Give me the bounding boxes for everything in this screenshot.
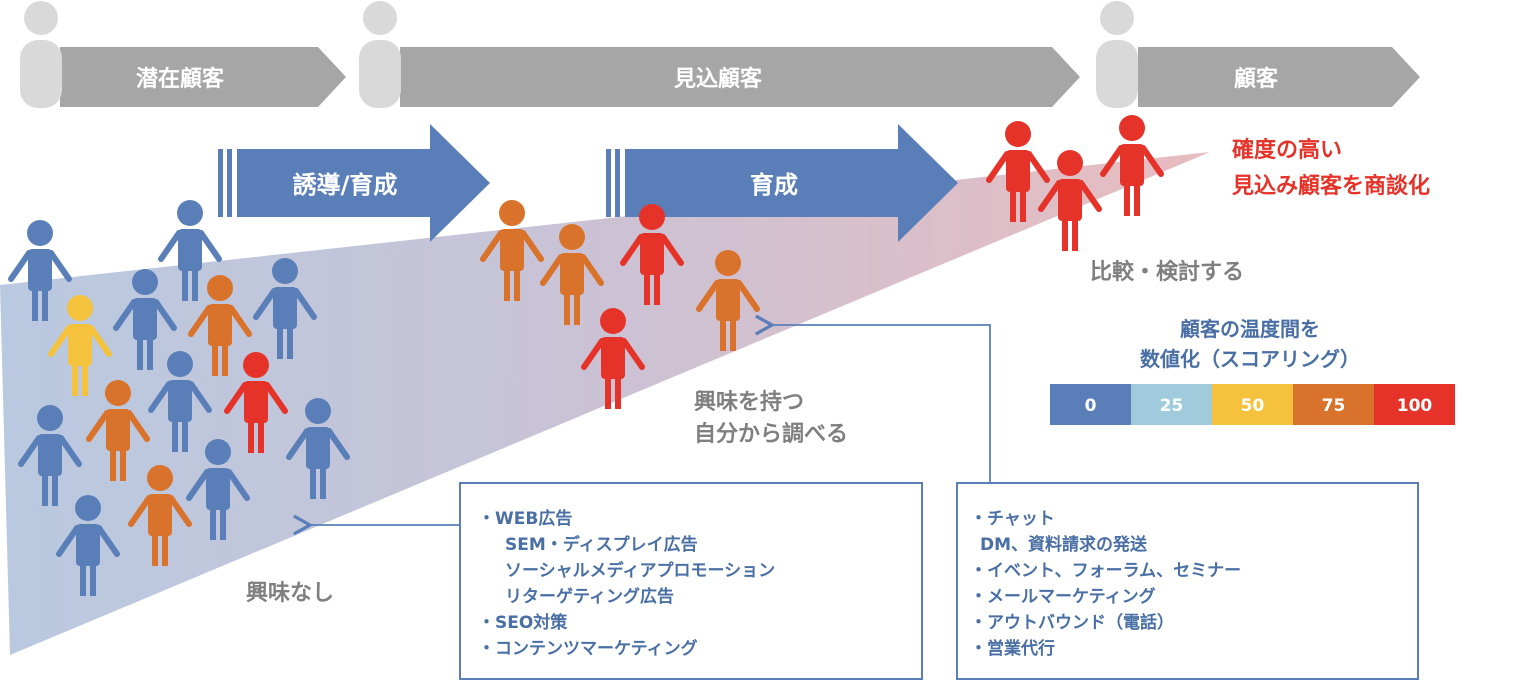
person-icon [56, 495, 120, 596]
caption-interest-2: 自分から調べる [694, 421, 848, 447]
person-icon [581, 308, 645, 409]
arrow-label-nurture: 育成 [750, 171, 798, 199]
box-right-item: ・チャット [970, 509, 1055, 529]
person-icon [186, 439, 250, 540]
arrow-nurture-lead: 誘導/育成 [218, 124, 490, 242]
score-label: 25 [1160, 396, 1184, 416]
score-cell [1374, 384, 1455, 425]
box-right-item: ・メールマーケティング [970, 586, 1156, 607]
stage-bar-potential: 潜在顧客 [60, 47, 346, 107]
person-icon [986, 121, 1050, 222]
silhouette-prospect-icon [359, 1, 401, 108]
people-group [8, 115, 1164, 596]
box-left-item: SEM・ディスプレイ広告 [505, 534, 698, 555]
person-icon [620, 204, 684, 305]
box-right-item: DM、資料請求の発送 [980, 534, 1148, 555]
person-icon [158, 200, 222, 301]
caption-interest-1: 興味を持つ [694, 390, 804, 415]
person-icon [148, 351, 212, 452]
stage-label-customer: 顧客 [1234, 66, 1279, 92]
box-left-item: ・SEO対策 [478, 612, 568, 633]
person-icon [286, 398, 350, 499]
score-label: 50 [1241, 396, 1265, 416]
box-left-list: ・WEB広告 SEM・ディスプレイ広告 ソーシャルメディアプロモーション リター… [478, 508, 775, 659]
box-right-item: ・アウトバウンド（電話） [970, 612, 1174, 633]
caption-compare: 比較・検討する [1090, 259, 1244, 285]
score-label: 75 [1322, 396, 1346, 416]
box-left-item: ・コンテンツマーケティング [478, 638, 698, 659]
box-channels-left [459, 482, 923, 680]
silhouette-customer-icon [1096, 1, 1138, 108]
score-cell [1212, 384, 1293, 425]
score-scale: 0 25 50 75 100 [1050, 384, 1455, 425]
score-cell [1131, 384, 1212, 425]
box-left-item: ・WEB広告 [478, 508, 572, 529]
arrow-nurture: 育成 [606, 124, 958, 242]
stage-label-potential: 潜在顧客 [136, 66, 225, 92]
person-icon [540, 224, 604, 325]
person-icon [48, 295, 112, 396]
arrow-label-nurture-lead: 誘導/育成 [293, 171, 398, 199]
person-icon [18, 405, 82, 506]
person-icon [1100, 115, 1164, 216]
stage-label-prospect: 見込顧客 [674, 66, 763, 92]
caption-goal-1: 確度の高い [1232, 137, 1342, 163]
stage-bar-customer: 顧客 [1138, 47, 1420, 107]
caption-scoring-1: 顧客の温度間を [1180, 317, 1320, 341]
box-left-item: リターゲティング広告 [505, 586, 674, 607]
person-icon [86, 380, 150, 481]
person-icon [696, 250, 760, 351]
box-right-item: ・営業代行 [970, 638, 1055, 659]
caption-goal-2: 見込み顧客を商談化 [1232, 173, 1430, 199]
person-icon [480, 200, 544, 301]
box-channels-right [956, 482, 1419, 680]
caption-scoring-2: 数値化（スコアリング） [1140, 347, 1360, 371]
score-cell [1293, 384, 1374, 425]
silhouette-potential-icon [20, 1, 62, 108]
person-icon [188, 275, 252, 376]
stage-bar-prospect: 見込顧客 [400, 47, 1080, 107]
person-icon [1038, 150, 1102, 251]
box-right-item: ・イベント、フォーラム、セミナー [970, 561, 1241, 581]
caption-no-interest: 興味なし [246, 581, 334, 606]
person-icon [128, 465, 192, 566]
connector-right-arrow [755, 314, 991, 483]
person-icon [113, 269, 177, 370]
person-icon [253, 258, 317, 359]
score-label: 0 [1085, 396, 1097, 416]
box-left-item: ソーシャルメディアプロモーション [505, 560, 775, 581]
score-cell [1050, 384, 1131, 425]
person-icon [224, 352, 288, 453]
box-right-list: ・チャット DM、資料請求の発送 ・イベント、フォーラム、セミナー ・メールマー… [970, 509, 1241, 659]
person-icon [8, 220, 72, 321]
score-label: 100 [1397, 396, 1433, 416]
